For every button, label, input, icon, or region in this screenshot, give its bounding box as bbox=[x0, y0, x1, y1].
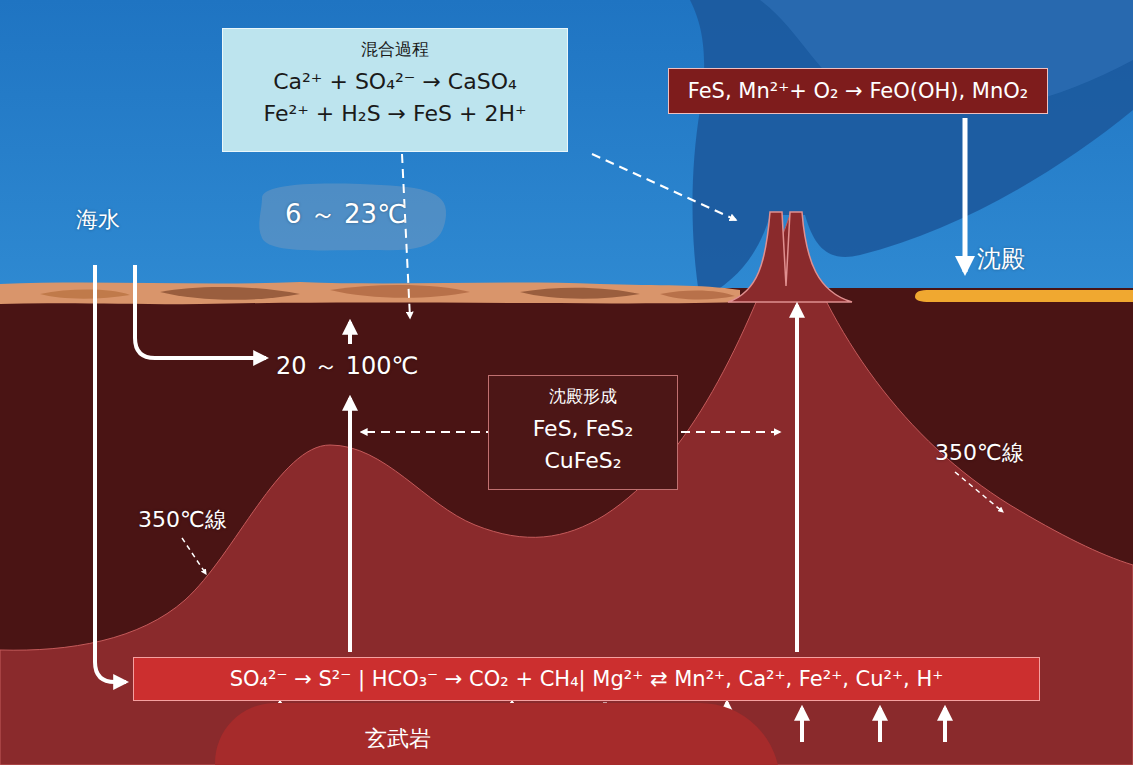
sediment-lump bbox=[660, 290, 735, 299]
basalt-body: 玄武岩 bbox=[215, 703, 780, 765]
vent-chimney bbox=[728, 212, 852, 302]
sediment-label: 沈殿 bbox=[977, 243, 1025, 275]
box-text: FeS, Mn²⁺+ O₂ → FeO(OH), MnO₂ bbox=[681, 76, 1035, 106]
seawater-label: 海水 bbox=[76, 205, 120, 235]
leader-line bbox=[955, 472, 1003, 512]
isotherm-label: 350℃線 bbox=[935, 438, 1024, 468]
temperature-label: 20 ～ 100℃ bbox=[276, 350, 419, 382]
heat-arrow bbox=[878, 708, 882, 742]
hot-zone bbox=[0, 215, 1133, 765]
box-text: SO₄²⁻ → S²⁻ | HCO₃⁻ → CO₂ + CH₄| Mg²⁺ ⇄ … bbox=[144, 664, 1029, 694]
heat-arrow bbox=[800, 708, 804, 742]
vent-plume bbox=[690, 0, 1133, 300]
sediment-lump bbox=[40, 290, 130, 299]
settling-arrow bbox=[963, 118, 968, 272]
heat-arrow bbox=[943, 708, 947, 742]
reaction-box: FeS, Mn²⁺+ O₂ → FeO(OH), MnO₂ bbox=[668, 68, 1048, 114]
process-box: 混合過程 Ca²⁺ + SO₄²⁻ → CaSO₄Fe²⁺ + H₂S → FeS… bbox=[222, 28, 568, 152]
box-text: 玄武岩 bbox=[215, 723, 580, 755]
sediment-lump bbox=[160, 287, 300, 300]
isotherm-label: 350℃線 bbox=[138, 505, 227, 535]
sediment-layer bbox=[0, 282, 740, 304]
precipitation-box: 沈殿形成 FeS, FeS₂CuFeS₂ bbox=[488, 375, 678, 490]
upflow-arrow bbox=[348, 322, 352, 344]
box-heading: 沈殿形成 bbox=[503, 384, 663, 409]
precipitate-layer bbox=[915, 290, 1133, 302]
box-text: FeS, FeS₂ bbox=[503, 413, 663, 445]
leader-line bbox=[182, 538, 206, 574]
reaction-bar: SO₄²⁻ → S²⁻ | HCO₃⁻ → CO₂ + CH₄| Mg²⁺ ⇄ … bbox=[133, 657, 1040, 701]
temperature-label: 6 ～ 23℃ bbox=[285, 197, 406, 232]
seawater-arrow bbox=[135, 265, 266, 358]
box-text: Fe²⁺ + H₂S → FeS + 2H⁺ bbox=[237, 98, 553, 130]
dashed-arrow bbox=[592, 154, 736, 220]
upflow-arrow bbox=[348, 398, 352, 652]
sediment-lump bbox=[330, 285, 470, 298]
box-text: CuFeS₂ bbox=[503, 445, 663, 477]
box-text: Ca²⁺ + SO₄²⁻ → CaSO₄ bbox=[237, 66, 553, 98]
upflow-arrow bbox=[795, 305, 799, 652]
dashed-arrow bbox=[402, 154, 410, 318]
box-heading: 混合過程 bbox=[237, 37, 553, 62]
diffuse-flow-zone bbox=[259, 184, 446, 251]
sea bbox=[0, 0, 1133, 300]
seawater-arrow bbox=[95, 265, 126, 682]
sediment-lump bbox=[520, 288, 640, 299]
